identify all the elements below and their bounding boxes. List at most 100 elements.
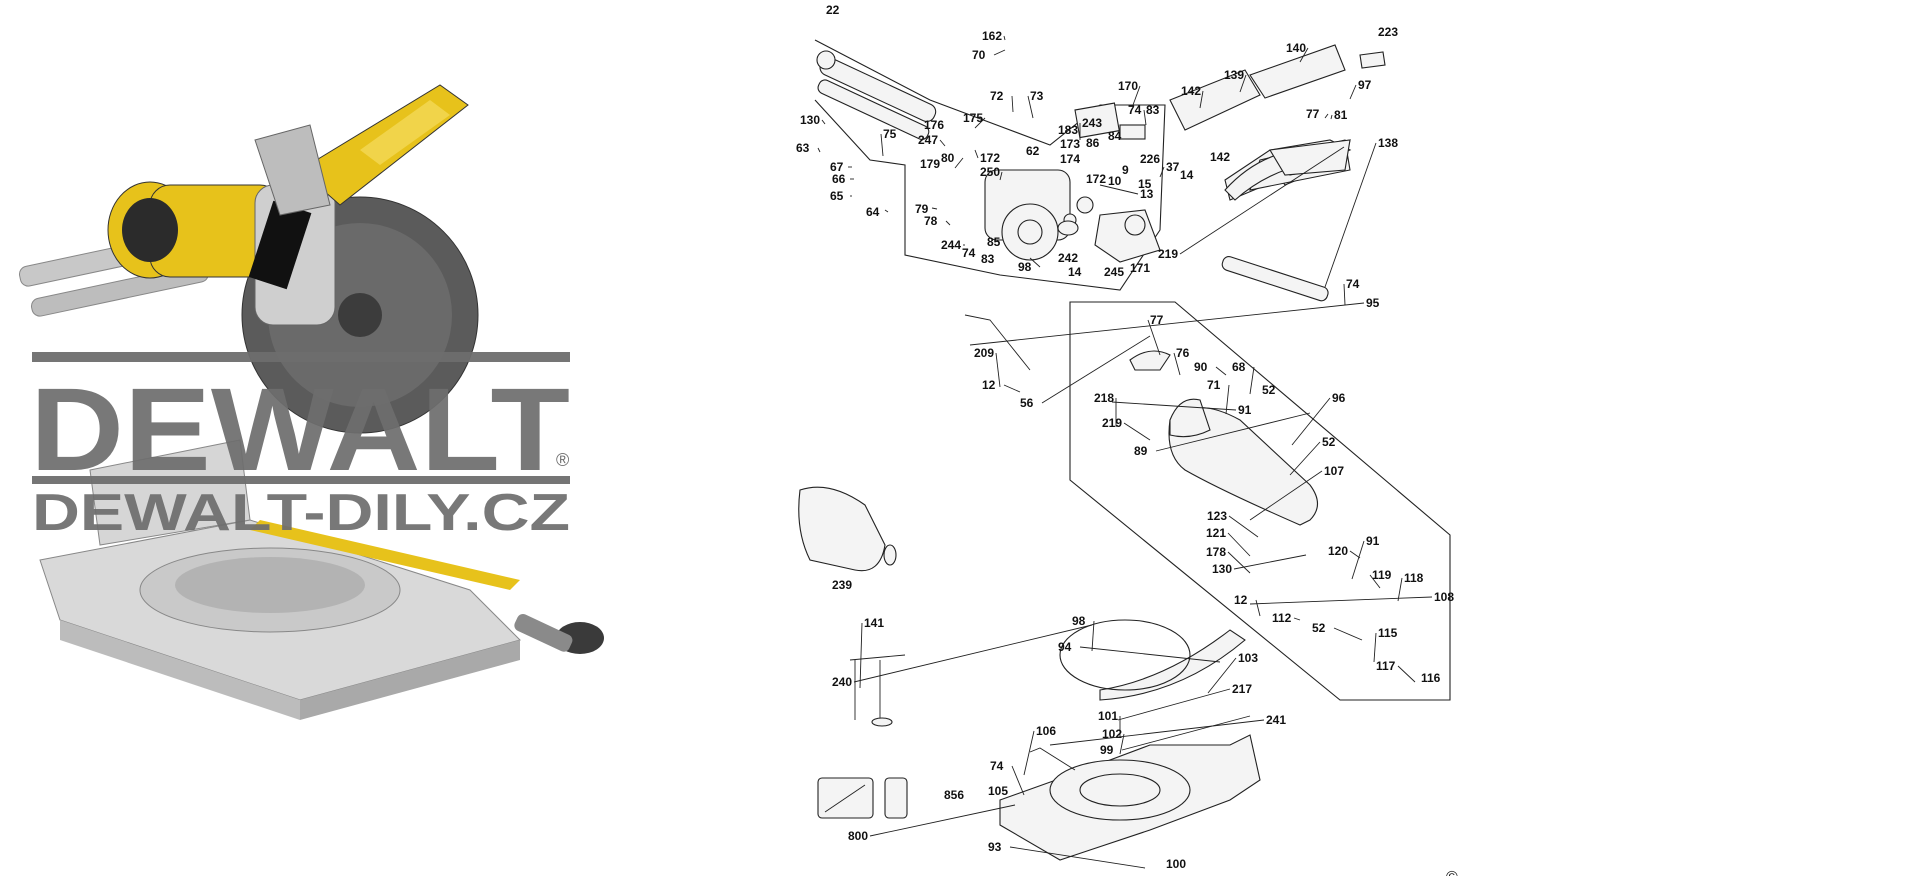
callout-label: 226 xyxy=(1140,152,1160,166)
callout-label: 247 xyxy=(918,133,938,147)
callout-leader-line xyxy=(1132,85,1141,106)
callout-leader-line xyxy=(1121,715,1251,751)
callout-label: 98 xyxy=(1018,260,1032,274)
callout-leader-line xyxy=(1173,352,1181,376)
callout-leader-line xyxy=(1011,765,1025,796)
callout-label: 94 xyxy=(1058,640,1072,654)
callout-label: 174 xyxy=(1060,152,1080,166)
callout-label: 52 xyxy=(1312,621,1326,635)
callout-label: 90 xyxy=(1194,360,1208,374)
callout-leader-line xyxy=(1003,35,1006,41)
callout-label: 118 xyxy=(1404,571,1424,585)
callout-label: 77 xyxy=(1306,107,1320,121)
callout-label: 121 xyxy=(1206,526,1226,540)
callout-label: 176 xyxy=(924,118,944,132)
callout-label: 98 xyxy=(1072,614,1086,628)
callout-label: 99 xyxy=(1100,743,1114,757)
callout-label: 139 xyxy=(1224,68,1244,82)
callout-label: 856 xyxy=(944,788,964,802)
callout-leader-line xyxy=(1351,540,1365,580)
copyright-symbol: © xyxy=(1446,869,1458,876)
callout-leader-line xyxy=(1369,574,1381,589)
callout-label: 85 xyxy=(987,235,1001,249)
callout-leader-line xyxy=(1159,166,1165,178)
callout-label: 105 xyxy=(988,784,1008,798)
callout-label: 15 xyxy=(1138,177,1152,191)
callout-leader-line xyxy=(931,207,938,210)
callout-leader-line xyxy=(1324,142,1377,288)
callout-leader-line xyxy=(1215,366,1227,376)
callout-label: 9 xyxy=(1122,163,1129,177)
callout-label: 115 xyxy=(1378,626,1398,640)
callout-label: 239 xyxy=(832,578,852,592)
callout-leader-line xyxy=(1029,257,1041,268)
callout-label: 79 xyxy=(915,202,929,216)
callout-leader-line xyxy=(1343,283,1346,306)
callout-leader-line xyxy=(1041,335,1151,404)
callout-label: 243 xyxy=(1082,116,1102,130)
callout-label: 141 xyxy=(864,616,884,630)
head-group-outline xyxy=(814,39,1166,291)
callout-leader-line xyxy=(880,133,884,157)
callout-leader-line xyxy=(1009,846,1146,869)
callout-leader-line xyxy=(1291,397,1331,446)
callout-leader-line xyxy=(1299,47,1309,63)
callout-leader-line xyxy=(974,117,986,129)
callout-label: 77 xyxy=(1150,313,1164,327)
callout-label: 73 xyxy=(1030,89,1044,103)
callout-label: 140 xyxy=(1286,41,1306,55)
callout-leader-line xyxy=(1117,688,1231,721)
callout-leader-line xyxy=(1324,113,1329,119)
callout-leader-line xyxy=(1155,412,1311,452)
exploded-diagram xyxy=(798,39,1451,861)
callout-label: 218 xyxy=(1094,391,1114,405)
callout-label: 178 xyxy=(1206,545,1226,559)
callout-label: 97 xyxy=(1358,78,1372,92)
callout-label: 86 xyxy=(1086,136,1100,150)
callout-label: 74 xyxy=(1346,277,1360,291)
callout-label: 76 xyxy=(1176,346,1190,360)
callout-label: 103 xyxy=(1238,651,1258,665)
callout-label: 130 xyxy=(800,113,820,127)
product-photo xyxy=(18,84,604,720)
callout-label: 116 xyxy=(1421,671,1441,685)
callout-label: 162 xyxy=(982,29,1002,43)
callout-leader-line xyxy=(1179,146,1345,255)
callout-leader-line xyxy=(1227,551,1251,574)
callout-label: 800 xyxy=(848,829,868,843)
callout-label: 63 xyxy=(796,141,810,155)
callout-label: 71 xyxy=(1207,378,1221,392)
callout-leader-line xyxy=(821,119,826,125)
callout-leader-line xyxy=(1228,515,1259,538)
watermark-brand: DEWALT xyxy=(30,364,570,496)
callout-leader-line xyxy=(1119,733,1125,755)
callout-leader-line xyxy=(1079,646,1221,663)
callout-label: 172 xyxy=(1086,172,1106,186)
callout-label: 106 xyxy=(1036,724,1056,738)
callout-label: 173 xyxy=(1060,137,1080,151)
callout-label: 68 xyxy=(1232,360,1246,374)
callout-label: 89 xyxy=(1134,444,1148,458)
callout-label: 142 xyxy=(1181,84,1201,98)
callout-label: 117 xyxy=(1376,659,1396,673)
callout-label: 14 xyxy=(1180,168,1194,182)
callout-label: 78 xyxy=(924,214,938,228)
arm-casting xyxy=(1168,406,1319,526)
callout-label: 96 xyxy=(1332,391,1346,405)
callout-leader-line xyxy=(1249,470,1323,521)
callout-leader-line xyxy=(1099,184,1139,195)
callout-label: 37 xyxy=(1166,160,1180,174)
callout-label: 80 xyxy=(941,151,955,165)
callout-label: 83 xyxy=(1146,103,1160,117)
callout-label: 250 xyxy=(980,165,1000,179)
callout-leader-line xyxy=(884,209,889,213)
callout-leader-line xyxy=(1233,554,1307,570)
dust-bag xyxy=(798,486,886,572)
callout-label: 74 xyxy=(962,246,976,260)
callout-leader-line xyxy=(1330,114,1333,120)
callout-label: 175 xyxy=(963,111,983,125)
callout-label: 123 xyxy=(1207,509,1227,523)
callout-label: 64 xyxy=(866,205,880,219)
